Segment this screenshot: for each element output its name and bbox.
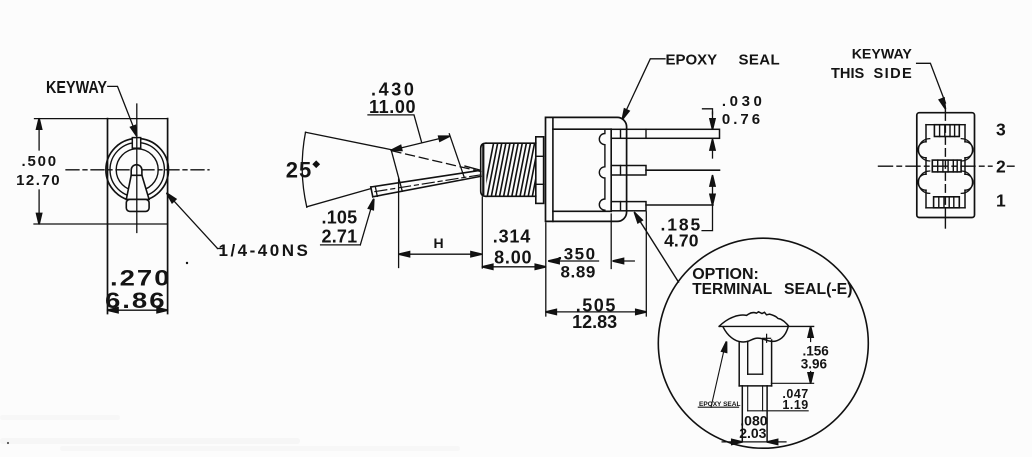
svg-text:12.70: 12.70 bbox=[16, 172, 61, 189]
svg-text:TERMINAL: TERMINAL bbox=[692, 281, 772, 298]
svg-text:EPOXY SEAL: EPOXY SEAL bbox=[699, 401, 740, 408]
svg-text:.047: .047 bbox=[782, 387, 808, 401]
svg-text:KEYWAY: KEYWAY bbox=[852, 47, 913, 63]
svg-text:8.00: 8.00 bbox=[494, 248, 532, 268]
svg-text:.185: .185 bbox=[661, 215, 703, 235]
svg-text:.500: .500 bbox=[22, 153, 58, 170]
svg-text:12.83: 12.83 bbox=[572, 312, 617, 332]
svg-text:EPOXY: EPOXY bbox=[666, 52, 718, 69]
svg-text:.350: .350 bbox=[558, 245, 597, 264]
svg-text:4.70: 4.70 bbox=[664, 231, 699, 251]
svg-text:.505: .505 bbox=[576, 295, 617, 315]
svg-text:.030: .030 bbox=[722, 93, 766, 110]
svg-text:2: 2 bbox=[996, 157, 1006, 177]
svg-text:SIDE: SIDE bbox=[874, 66, 914, 82]
svg-text:3: 3 bbox=[996, 120, 1006, 140]
svg-text:.270: .270 bbox=[110, 266, 172, 291]
svg-text:.430: .430 bbox=[371, 80, 416, 100]
svg-text:OPTION:: OPTION: bbox=[692, 266, 759, 283]
svg-text:SEAL(-E): SEAL(-E) bbox=[784, 281, 852, 298]
svg-text:.080: .080 bbox=[740, 412, 767, 428]
svg-text:1.19: 1.19 bbox=[782, 398, 808, 412]
svg-text:2.03: 2.03 bbox=[739, 425, 766, 441]
svg-text:KEYWAY: KEYWAY bbox=[46, 77, 107, 97]
svg-text:.314: .314 bbox=[493, 226, 531, 246]
svg-text:THIS: THIS bbox=[831, 66, 865, 82]
svg-text:0.76: 0.76 bbox=[722, 111, 763, 128]
svg-text:1: 1 bbox=[996, 190, 1006, 210]
svg-text:6.86: 6.86 bbox=[105, 289, 167, 314]
svg-text:8.89: 8.89 bbox=[561, 263, 597, 282]
svg-text:11.00: 11.00 bbox=[369, 97, 416, 117]
svg-text:H: H bbox=[434, 235, 444, 251]
svg-text:1/4-40NS: 1/4-40NS bbox=[219, 241, 311, 260]
svg-text:3.96: 3.96 bbox=[801, 356, 828, 371]
svg-text:.156: .156 bbox=[803, 344, 830, 359]
svg-text:SEAL: SEAL bbox=[739, 52, 781, 69]
svg-text:.105: .105 bbox=[322, 208, 358, 228]
svg-text:2.71: 2.71 bbox=[322, 227, 358, 247]
svg-text:25: 25 bbox=[286, 158, 312, 183]
